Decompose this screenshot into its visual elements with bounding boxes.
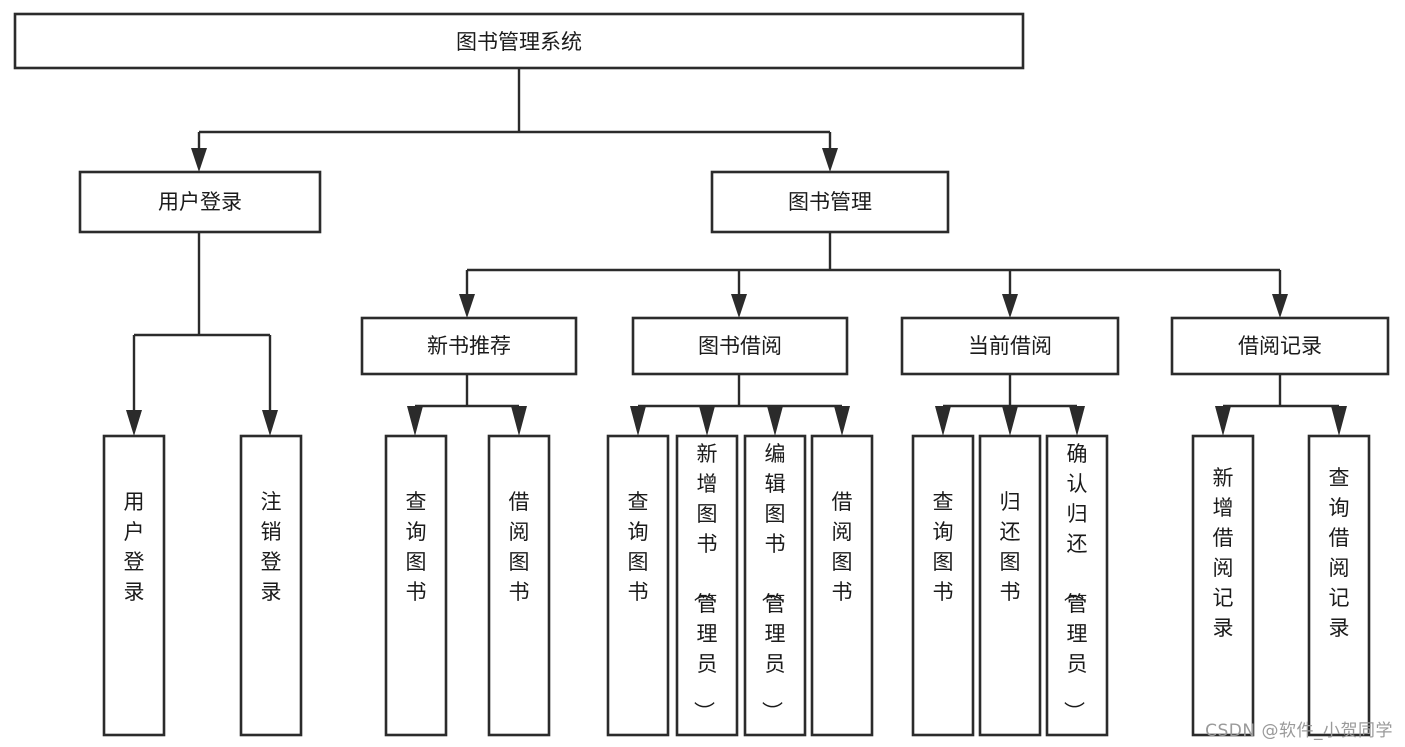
leaf-node[interactable]: 查询借阅记录 [1307, 434, 1371, 737]
node-root-box[interactable] [13, 12, 1025, 70]
leaf-bookborrow-add-label: 新增图书（管理员） [692, 442, 718, 722]
leaf-newbook-query-label: 查询图书 [406, 490, 427, 604]
arrow-head-borrowrecord-leaf-1 [1215, 406, 1231, 436]
leaf-newbook-query-box[interactable] [384, 434, 448, 737]
node-root[interactable]: 图书管理系统 [13, 12, 1025, 70]
arrow-head-new-book [459, 294, 475, 318]
leaf-user-logout-label: 注销登录 [261, 490, 282, 604]
leaf-node[interactable]: 确认归还（管理员） [1045, 434, 1109, 737]
node-book-management[interactable]: 图书管理 [710, 170, 950, 234]
node-current-borrow[interactable]: 当前借阅 [900, 316, 1120, 376]
leaf-node[interactable]: 查询图书 [911, 434, 975, 737]
leaf-node[interactable]: 借阅图书 [487, 434, 551, 737]
node-user-login[interactable]: 用户登录 [78, 170, 322, 234]
leaf-currentborrow-query-box[interactable] [911, 434, 975, 737]
leaf-bookborrow-borrow-label: 借阅图书 [832, 490, 853, 604]
node-user-login-box[interactable] [78, 170, 322, 234]
node-new-book-recommend-label: 新书推荐 [427, 334, 511, 358]
leaf-bookborrow-query-box[interactable] [606, 434, 670, 737]
node-borrow-record-label: 借阅记录 [1238, 334, 1322, 358]
arrow-head-currentborrow-leaf-1 [935, 406, 951, 436]
arrow-head-user-leaf-2 [262, 410, 278, 436]
leaf-borrowrecord-query-label: 查询借阅记录 [1329, 466, 1350, 640]
leaf-currentborrow-query-label: 查询图书 [933, 490, 954, 604]
arrow-head-borrowrecord-leaf-2 [1331, 406, 1347, 436]
arrow-head-user-leaf-1 [126, 410, 142, 436]
leaf-newbook-borrow-box[interactable] [487, 434, 551, 737]
node-book-management-label: 图书管理 [788, 190, 872, 214]
node-new-book-recommend[interactable]: 新书推荐 [360, 316, 578, 376]
node-book-borrow[interactable]: 图书借阅 [631, 316, 849, 376]
arrow-head-currentborrow-leaf-3 [1069, 406, 1085, 436]
arrow-head-book-mgmt [822, 148, 838, 172]
leaf-bookborrow-edit-label: 编辑图书（管理员） [760, 442, 786, 722]
leaf-newbook-borrow-label: 借阅图书 [509, 490, 530, 604]
leaf-bookborrow-query-label: 查询图书 [628, 490, 649, 604]
node-root-label: 图书管理系统 [456, 30, 582, 54]
leaf-borrowrecord-add-label: 新增借阅记录 [1213, 466, 1234, 640]
arrow-head-bookborrow-leaf-3 [767, 406, 783, 436]
node-borrow-record[interactable]: 借阅记录 [1170, 316, 1390, 376]
leaf-node[interactable]: 查询图书 [384, 434, 448, 737]
leaf-bookborrow-borrow-box[interactable] [810, 434, 874, 737]
leaf-node[interactable]: 注销登录 [239, 434, 303, 737]
leaf-borrowrecord-query-box[interactable] [1307, 434, 1371, 737]
leaf-borrowrecord-add-box[interactable] [1191, 434, 1255, 737]
leaf-node[interactable]: 借阅图书 [810, 434, 874, 737]
arrow-head-user-login [191, 148, 207, 172]
arrow-head-book-borrow [731, 294, 747, 318]
leaf-node[interactable]: 新增借阅记录 [1191, 434, 1255, 737]
leaf-node[interactable]: 用户登录 [102, 434, 166, 737]
connectors [126, 68, 1347, 436]
arrow-head-current-borrow [1002, 294, 1018, 318]
node-book-borrow-box[interactable] [631, 316, 849, 376]
leaf-node[interactable]: 新增图书（管理员） [675, 434, 739, 737]
leaf-bookborrow-add-box[interactable] [675, 434, 739, 737]
leaf-user-login-label: 用户登录 [124, 490, 145, 604]
leaf-user-logout-box[interactable] [239, 434, 303, 737]
leaf-user-login-box[interactable] [102, 434, 166, 737]
leaf-node[interactable]: 查询图书 [606, 434, 670, 737]
leaf-bookborrow-edit-box[interactable] [743, 434, 807, 737]
arrow-head-currentborrow-leaf-2 [1002, 406, 1018, 436]
node-user-login-label: 用户登录 [158, 190, 242, 214]
node-new-book-recommend-box[interactable] [360, 316, 578, 376]
node-borrow-record-box[interactable] [1170, 316, 1390, 376]
node-current-borrow-label: 当前借阅 [968, 334, 1052, 358]
arrow-head-bookborrow-leaf-1 [630, 406, 646, 436]
node-book-management-box[interactable] [710, 170, 950, 234]
leaf-currentborrow-return-label: 归还图书 [1000, 490, 1021, 604]
node-current-borrow-box[interactable] [900, 316, 1120, 376]
leaf-currentborrow-confirm-label: 确认归还（管理员） [1062, 442, 1088, 722]
arrow-head-newbook-leaf-1 [407, 406, 423, 436]
arrow-head-bookborrow-leaf-4 [834, 406, 850, 436]
leaf-currentborrow-confirm-box[interactable] [1045, 434, 1109, 737]
node-book-borrow-label: 图书借阅 [698, 334, 782, 358]
leaf-currentborrow-return-box[interactable] [978, 434, 1042, 737]
leaf-node[interactable]: 归还图书 [978, 434, 1042, 737]
leaf-node[interactable]: 编辑图书（管理员） [743, 434, 807, 737]
arrow-head-borrow-record [1272, 294, 1288, 318]
arrow-head-bookborrow-leaf-2 [699, 406, 715, 436]
arrow-head-newbook-leaf-2 [511, 406, 527, 436]
